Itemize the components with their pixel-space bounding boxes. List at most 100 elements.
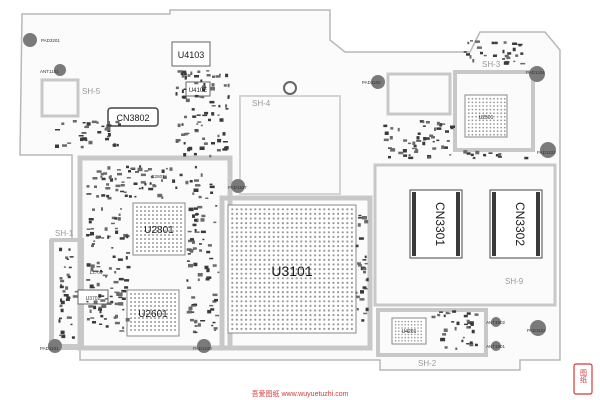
smd-part [212,300,217,303]
bga-ball [404,340,407,342]
bga-ball [300,304,303,307]
smd-part [431,315,436,319]
bga-ball [152,210,154,212]
bga-ball [144,210,146,212]
bga-ball [341,323,344,326]
smd-part [209,154,212,158]
bga-ball [281,272,284,275]
bga-ball [286,258,289,261]
smd-part [436,127,442,130]
smd-part [72,120,77,123]
bga-ball [258,314,261,317]
bga-ball [148,246,150,248]
shield-frame-sh2 [376,308,488,357]
bga-ball [235,323,238,326]
bga-ball [134,329,136,331]
bga-ball [309,222,312,225]
smd-part [357,223,361,227]
bga-ball [346,295,349,298]
bga-ball [295,327,298,330]
smd-part [363,312,368,315]
bga-ball [142,297,144,299]
smd-part [106,302,112,305]
bga-ball [291,208,294,211]
bga-ball [146,297,148,299]
smd-part [365,278,368,282]
smd-part [504,54,509,58]
smd-part [389,136,393,140]
bga-ball [272,304,275,307]
smd-part [86,263,91,267]
smd-part [94,185,97,188]
chip-label-u4201: U4201 [402,329,417,335]
bga-ball [475,115,477,118]
bga-ball [467,119,470,122]
bga-ball [245,217,248,220]
bga-ball [295,286,298,289]
smd-part [398,151,404,155]
smd-part [169,167,173,171]
connector-cn3302-body [489,189,543,259]
bga-ball [337,208,340,211]
bga-ball [154,329,156,331]
bga-ball [332,304,335,307]
bga-ball [258,323,261,326]
bga-ball [485,115,488,118]
bga-ball [140,226,142,228]
smd-part [388,147,392,149]
connector-cn3301-body [409,189,463,259]
bga-ball [240,254,243,257]
bga-ball [130,329,132,331]
bga-ball [350,323,353,326]
smd-part [195,213,199,216]
bga-ball [277,254,280,257]
bga-ball [398,320,400,323]
smd-part [190,71,193,75]
smd-part [469,321,474,325]
smd-part [107,129,111,132]
bga-ball [231,300,234,303]
bga-ball [235,212,238,215]
bga-ball [314,231,317,234]
bga-ball [176,234,178,236]
smd-part [113,316,117,319]
bga-ball [263,304,266,307]
bga-ball [318,263,321,266]
smd-part [86,300,89,303]
smd-part [100,314,104,318]
bga-ball [240,277,243,280]
bga-ball [156,206,158,208]
bga-ball [341,295,344,298]
bga-ball [254,281,257,284]
smd-part [113,280,119,284]
part-label-l2701: L2701 [90,270,103,275]
bga-ball [309,327,312,330]
shield-label-sh3: SH-3 [482,60,501,69]
bga-ball [300,231,303,234]
bga-ball [304,286,307,289]
bga-ball [304,281,307,284]
smd-part [93,240,96,242]
smd-components [55,40,529,350]
bga-ball [398,340,400,342]
bga-ball [323,254,326,257]
pad-circle-ant1101 [54,64,66,76]
smd-part [81,137,87,141]
smd-part [88,305,94,308]
smd-part [186,260,190,262]
smd-part [74,290,78,293]
bga-ball [323,245,326,248]
bga-ball [417,340,419,342]
bga-ball [332,231,335,234]
bga-ball [489,105,492,107]
smd-part [90,264,95,268]
smd-part [217,114,220,116]
bga-ball [254,277,257,280]
bga-ball [332,263,335,266]
bga-ball [268,272,271,275]
bga-ball [489,101,492,104]
bga-ball [304,245,307,248]
bga-ball [258,212,261,215]
bga-ball [300,309,303,312]
smd-part [199,96,205,98]
